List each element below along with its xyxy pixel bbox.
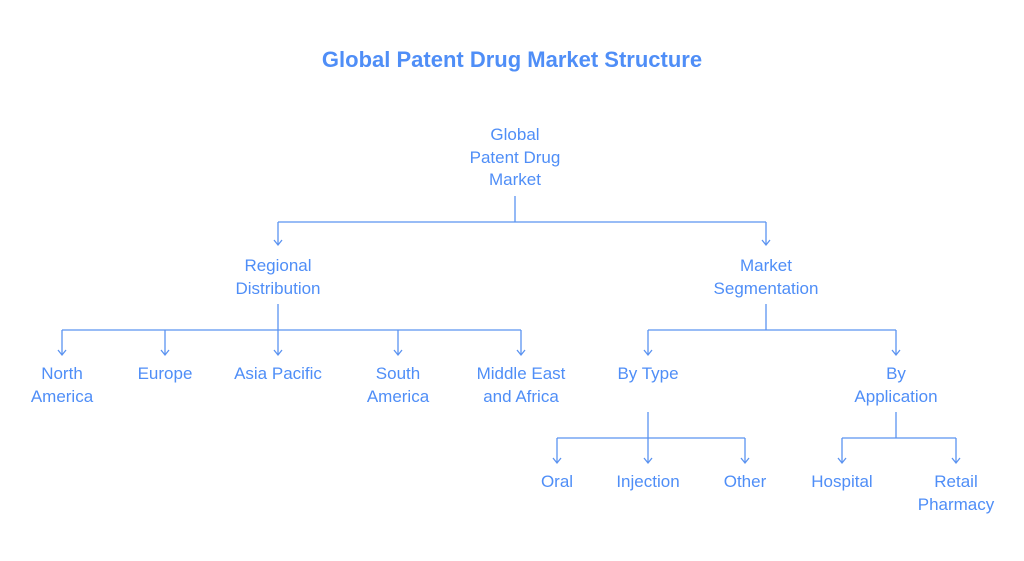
arrowhead [891,349,901,357]
node-injection: Injection [568,471,728,494]
arrowhead [57,349,67,357]
arrowhead [516,349,526,357]
node-root-line: Global [490,125,540,144]
node-south-america-line: South [375,364,421,383]
node-retail-pharmacy-line: Retail [934,472,978,491]
node-oral: Oral [477,471,637,494]
node-hospital-line: Hospital [811,472,873,491]
node-europe: Europe [85,363,245,386]
arrowhead [643,349,653,357]
node-by-application-line: By [886,364,906,383]
node-injection-line: Injection [616,472,680,491]
node-root-line: Market [489,170,541,189]
node-other: Other [665,471,825,494]
arrowhead [273,349,283,357]
node-oral-line: Oral [540,472,574,491]
node-market-segmentation-line: Segmentation [713,278,819,298]
node-by-application-line: Application [854,386,938,406]
arrowhead [552,457,562,465]
arrowhead [393,349,403,357]
arrowhead [273,239,283,247]
arrowhead [951,457,961,465]
node-market-segmentation-line: Market [740,256,792,275]
node-north-america-line: America [30,386,94,406]
diagram-title: Global Patent Drug Market Structure [321,47,703,72]
node-north-america-line: North [41,364,83,383]
node-middle-east-africa-line: Middle East [476,364,566,383]
node-by-type-line: By Type [617,364,679,383]
node-south-america-line: America [366,386,430,406]
arrowhead [837,457,847,465]
node-regional-distribution-line: Regional [244,256,312,275]
node-root-line: Patent Drug [469,147,561,167]
arrowhead [160,349,170,357]
node-middle-east-africa: Middle East and Africa [441,363,601,408]
arrowhead [643,457,653,465]
node-asia-pacific-line: Asia Pacific [234,364,322,383]
node-hospital: Hospital [762,471,922,494]
node-asia-pacific: Asia Pacific [198,363,358,386]
arrowhead [761,239,771,247]
node-europe-line: Europe [137,364,193,383]
node-regional-distribution-line: Distribution [235,278,321,298]
node-middle-east-africa-line: and Africa [483,386,559,406]
node-by-type: By Type [568,363,728,386]
arrowhead [740,457,750,465]
node-retail-pharmacy-line: Pharmacy [917,494,995,514]
node-other-line: Other [723,472,767,491]
